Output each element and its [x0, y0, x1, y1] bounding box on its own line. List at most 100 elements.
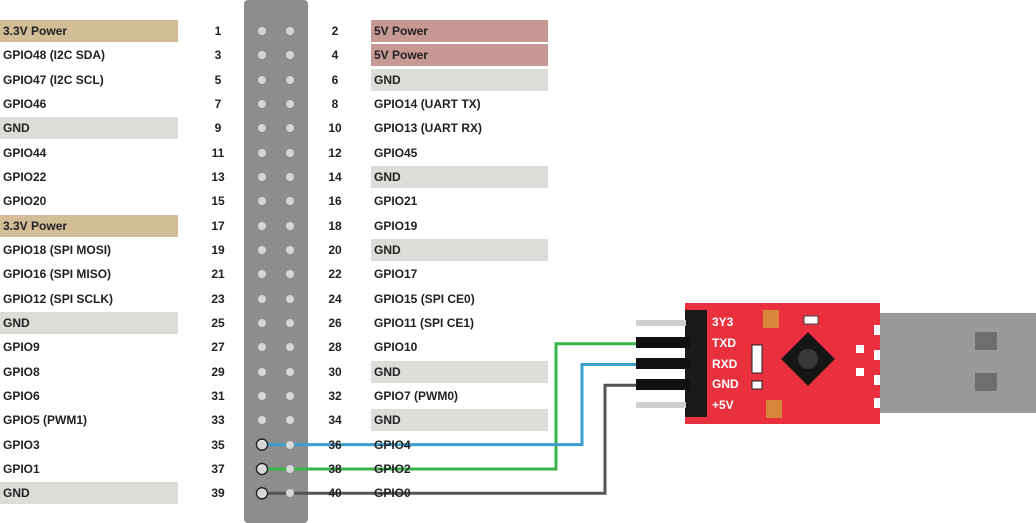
pin-label-1: 3.3V Power — [0, 20, 178, 42]
header-pin — [286, 221, 294, 230]
wire-housing-rxd — [636, 358, 690, 369]
pin-number-35: 35 — [211, 437, 225, 452]
header-pin — [286, 294, 294, 303]
usb-edge-notch — [874, 325, 880, 335]
pin-label-11: GPIO44 — [3, 145, 47, 160]
smd-component — [766, 400, 782, 418]
header-pin — [286, 270, 294, 279]
pin-label-10: GPIO13 (UART RX) — [374, 121, 483, 136]
pin-label-7: GPIO46 — [3, 96, 47, 111]
smd-component — [763, 310, 779, 328]
usb-edge-notch — [874, 375, 880, 385]
header-pin — [258, 416, 266, 425]
usb-serial-adapter — [636, 303, 1036, 424]
header-pin — [286, 391, 294, 400]
header-pin — [258, 245, 266, 254]
adapter-label-txd: TXD — [712, 335, 736, 350]
pin-label-3: GPIO48 (I2C SDA) — [3, 48, 106, 63]
header-pin — [258, 172, 266, 181]
header-pin — [286, 172, 294, 181]
pin-number-39: 39 — [211, 486, 225, 501]
pin-number-6: 6 — [331, 72, 339, 87]
pin-label-8: GPIO14 (UART TX) — [374, 96, 481, 111]
header-pin — [258, 75, 266, 84]
pin-number-19: 19 — [211, 242, 225, 257]
pin-number-3: 3 — [214, 48, 222, 63]
adapter-pin-stub — [636, 320, 686, 326]
wire-37-to-txd — [262, 342, 640, 471]
wire-housing-gnd — [636, 379, 690, 390]
header-pin — [258, 148, 266, 157]
pin-number-38: 38 — [328, 461, 342, 476]
header-pin — [258, 221, 266, 230]
pin-number-28: 28 — [328, 340, 342, 355]
smd-component — [751, 380, 763, 390]
pin-label-26: GPIO11 (SPI CE1) — [374, 315, 475, 330]
pin-label-37: GPIO1 — [3, 461, 40, 476]
pin-label-12: GPIO45 — [374, 145, 418, 160]
wire-housing-txd — [636, 337, 690, 348]
pin-number-16: 16 — [328, 194, 342, 209]
usb-plug-hole-bottom — [975, 373, 997, 391]
pin-number-33: 33 — [211, 413, 225, 428]
header-pin — [286, 464, 294, 473]
adapter-label-5v: +5V — [712, 398, 734, 412]
adapter-pin-stub — [636, 402, 686, 408]
header-pin — [258, 440, 266, 449]
pin-number-25: 25 — [211, 315, 225, 330]
header-pin — [286, 27, 294, 35]
pin-label-16: GPIO21 — [374, 194, 418, 209]
pin-number-7: 7 — [214, 96, 222, 111]
usb-edge-notch — [874, 398, 880, 408]
pin-label-20: GND — [371, 238, 548, 261]
pin-number-34: 34 — [328, 413, 342, 428]
wire-35-to-rxd — [262, 363, 640, 447]
pin-number-30: 30 — [328, 364, 342, 379]
pin-label-22: GPIO17 — [374, 267, 418, 282]
pin-label-14: GND — [371, 165, 548, 188]
pin-number-20: 20 — [328, 242, 342, 257]
header-pin — [286, 440, 294, 449]
pin-label-28: GPIO10 — [374, 340, 418, 355]
pin-number-1: 1 — [214, 24, 222, 38]
pin-number-10: 10 — [328, 121, 342, 136]
pin-number-5: 5 — [214, 72, 222, 87]
gpio-header — [244, 0, 308, 523]
usb-edge-notch — [874, 350, 880, 360]
pin-number-17: 17 — [211, 218, 225, 233]
header-pin — [258, 489, 266, 498]
header-pin — [258, 294, 266, 303]
usb-plug-hole-top — [975, 332, 997, 350]
pin-number-8: 8 — [331, 96, 339, 111]
pin-label-19: GPIO18 (SPI MOSI) — [3, 242, 112, 257]
pin-label-32: GPIO7 (PWM0) — [374, 388, 459, 403]
header-pin — [258, 197, 266, 206]
header-pin — [286, 245, 294, 254]
pin-label-30: GND — [371, 360, 548, 383]
smd-component — [803, 315, 819, 325]
pin-label-29: GPIO8 — [3, 364, 40, 379]
smd-component — [856, 345, 864, 353]
pin-label-5: GPIO47 (I2C SCL) — [3, 72, 104, 87]
pin-number-9: 9 — [214, 121, 222, 136]
adapter-board — [685, 303, 880, 424]
header-pin — [286, 416, 294, 425]
adapter-label-3y3: 3Y3 — [712, 315, 734, 329]
pin-number-27: 27 — [211, 340, 225, 355]
header-pin — [286, 99, 294, 108]
header-pin — [286, 75, 294, 84]
pin-label-39: GND — [0, 482, 178, 505]
pin-label-9: GND — [0, 117, 178, 140]
wire-39-to-gnd — [262, 383, 640, 495]
pin-number-23: 23 — [211, 291, 225, 306]
pin-label-34: GND — [371, 409, 548, 432]
pin-label-40: GPIO0 — [374, 486, 411, 501]
header-pin — [286, 124, 294, 133]
pin-label-6: GND — [371, 68, 548, 91]
pin-number-31: 31 — [211, 388, 225, 403]
header-pin — [258, 391, 266, 400]
pin-label-21: GPIO16 (SPI MISO) — [3, 267, 112, 282]
pin-number-22: 22 — [328, 267, 342, 282]
header-pin — [258, 124, 266, 133]
pin-number-13: 13 — [211, 169, 225, 184]
